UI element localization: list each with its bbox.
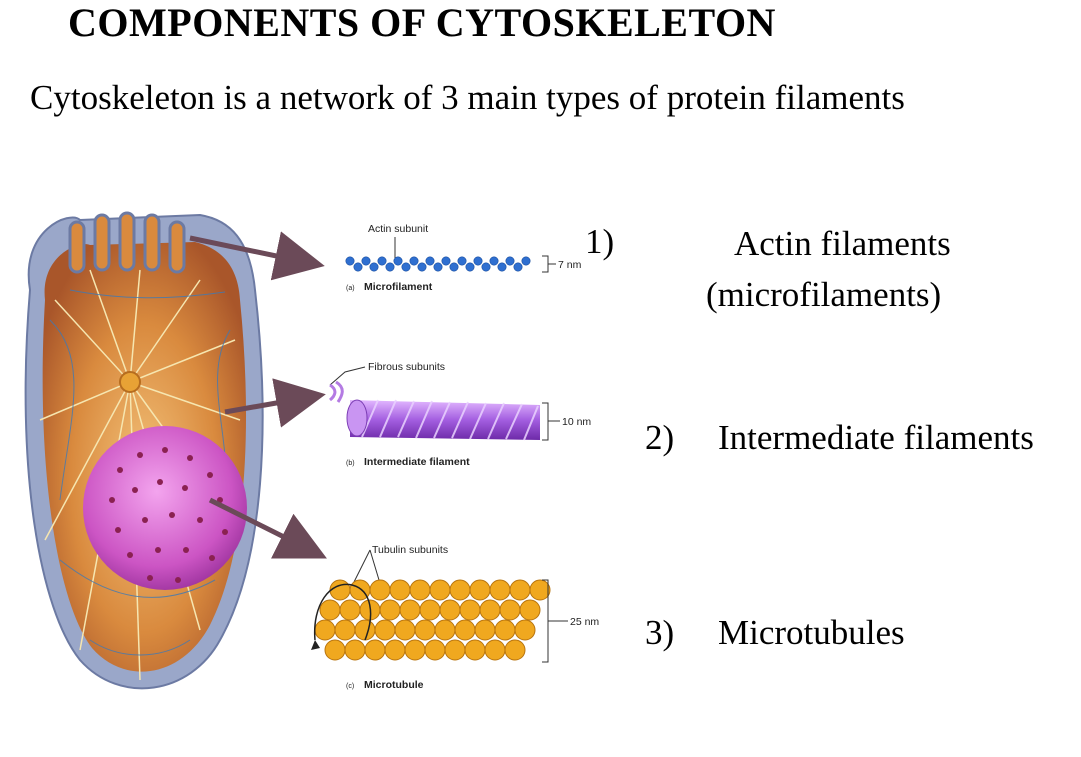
caption-b-letter: (b) — [346, 460, 355, 467]
microfilament-size: 7 nm — [558, 259, 582, 271]
pointer-arrows — [189, 231, 327, 559]
caption-c-letter: (c) — [346, 683, 354, 690]
list-text: Actin filaments — [734, 224, 951, 263]
fibrous-subunits-label: Fibrous subunits — [368, 361, 445, 373]
list-text: Microtubules — [718, 613, 905, 652]
tubulin-subunits-label: Tubulin subunits — [372, 544, 448, 556]
intermediate-filament-diagram: Fibrous subunits 10 nm (b) Intermediate … — [329, 361, 591, 468]
microfilament-caption: Microfilament — [364, 281, 433, 293]
intermediate-caption: Intermediate filament — [364, 456, 470, 468]
microfilament-diagram: Actin subunit 7 nm (a) Microfilament — [345, 223, 582, 293]
microtubule-diagram: Tubulin subunits 25 nm (c) Microtubule — [311, 544, 599, 691]
list-text: Intermediate filaments — [718, 418, 1034, 457]
slide-title: COMPONENTS OF CYTOSKELETON — [68, 0, 776, 45]
microtubule-size: 25 nm — [570, 616, 599, 628]
list-text-continued: (microfilaments) — [706, 275, 942, 314]
cytoskeleton-figure: Actin subunit 7 nm (a) Microfilament Fib… — [24, 211, 599, 691]
caption-a-letter: (a) — [346, 285, 355, 292]
list-number: 2) — [645, 418, 675, 457]
intermediate-size: 10 nm — [562, 416, 591, 428]
list-number: 1) — [585, 222, 615, 261]
microtubule-caption: Microtubule — [364, 679, 424, 691]
intro-text: Cytoskeleton is a network of 3 main type… — [30, 78, 905, 117]
actin-subunit-label: Actin subunit — [368, 223, 428, 235]
list-number: 3) — [645, 613, 675, 652]
cell-illustration — [24, 211, 264, 690]
